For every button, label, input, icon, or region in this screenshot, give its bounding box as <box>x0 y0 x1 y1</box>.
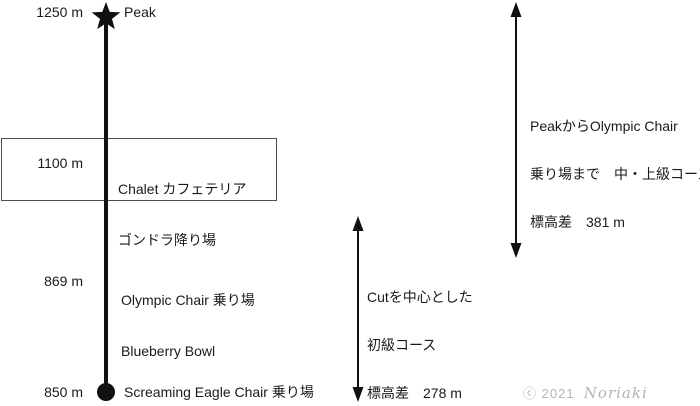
olympic-chair-name-label: Olympic Chair 乗り場 Blueberry Bowl <box>121 259 255 393</box>
beginner-course-line2: 初級コース <box>367 337 437 353</box>
beginner-arrowhead-down-icon <box>352 387 364 402</box>
beginner-course-line1: Cutを中心とした <box>367 289 473 305</box>
advanced-arrowhead-down-icon <box>510 243 522 258</box>
annotation-advanced-course: PeakからOlympic Chair 乗り場まで 中・上級コース 標高差 38… <box>530 86 700 262</box>
chalet-box <box>1 138 277 201</box>
beginner-course-arrow <box>352 216 364 402</box>
annotation-beginner-course: Cutを中心とした 初級コース 標高差 278 m <box>367 257 473 406</box>
olympic-chair-elevation-label: 869 m <box>44 273 83 289</box>
advanced-arrowhead-up-icon <box>510 2 522 17</box>
peak-star-icon <box>91 2 121 30</box>
beginner-arrowhead-up-icon <box>352 216 364 231</box>
advanced-course-line3: 標高差 381 m <box>530 214 625 230</box>
chalet-name-label: Chalet カフェテリア ゴンドラ降り場 <box>118 148 246 282</box>
advanced-course-arrow <box>510 2 522 258</box>
screaming-eagle-elevation-label: 850 m <box>44 384 83 400</box>
peak-name-label: Peak <box>124 4 156 20</box>
chalet-elevation-label: 1100 m <box>37 155 83 171</box>
advanced-course-line2: 乗り場まで 中・上級コース <box>530 166 700 182</box>
copyright-symbol: ⓒ <box>523 386 538 401</box>
peak-elevation-label: 1250 m <box>36 4 83 20</box>
beginner-course-line3: 標高差 278 m <box>367 385 462 401</box>
base-circle-icon <box>97 383 115 401</box>
screaming-eagle-name-label: Screaming Eagle Chair 乗り場 <box>124 384 314 400</box>
olympic-chair-name-line1: Olympic Chair 乗り場 <box>121 292 255 308</box>
chalet-name-line1: Chalet カフェテリア <box>118 181 247 197</box>
olympic-chair-name-line2: Blueberry Bowl <box>121 343 216 359</box>
copyright-year: 2021 <box>541 386 575 401</box>
advanced-course-line1: PeakからOlympic Chair <box>530 118 678 134</box>
copyright-notice: ⓒ 2021 Noriaki <box>523 383 648 402</box>
copyright-author: Noriaki <box>583 384 648 402</box>
chalet-name-line2: ゴンドラ降り場 <box>118 232 216 248</box>
